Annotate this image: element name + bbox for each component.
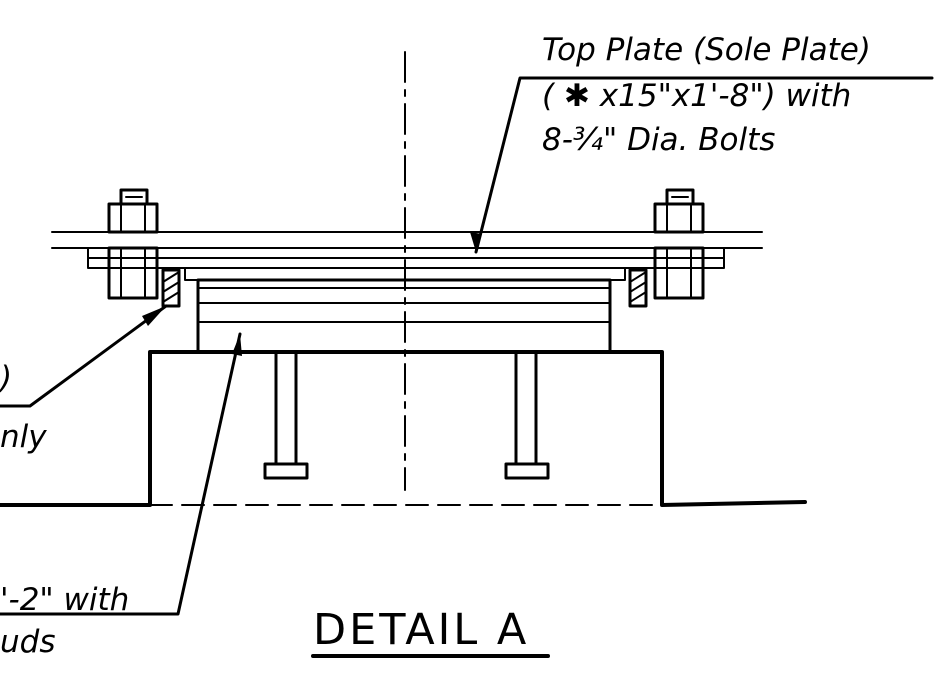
bolt-right bbox=[653, 188, 705, 300]
keeper-block-right bbox=[628, 268, 648, 308]
callout-top-plate-line3: 8-¾" Dia. Bolts bbox=[542, 122, 775, 158]
anchor-stud-right bbox=[504, 350, 550, 480]
callout-left-lower-line1: '-2" with bbox=[0, 582, 129, 618]
bearing-pad bbox=[184, 267, 626, 354]
callout-left-lower-line2: uds bbox=[0, 624, 55, 660]
bolt-left bbox=[107, 188, 159, 300]
leader-top-plate bbox=[470, 76, 934, 254]
leader-keeper-block bbox=[0, 304, 168, 408]
detail-title: DETAIL A bbox=[313, 605, 529, 655]
anchor-stud-left bbox=[263, 350, 309, 480]
callout-top-plate-line1: Top Plate (Sole Plate) bbox=[542, 32, 871, 68]
callout-left-upper-line1: ) bbox=[0, 360, 12, 396]
callout-top-plate-line2: ( ✱ x15"x1'-8") with bbox=[542, 78, 851, 114]
callout-left-upper-line2: nly bbox=[0, 419, 47, 455]
keeper-block-left bbox=[161, 268, 181, 308]
concrete-pedestal bbox=[0, 350, 807, 507]
sole-plate bbox=[51, 231, 763, 269]
leader-bearing-pad bbox=[0, 332, 242, 616]
